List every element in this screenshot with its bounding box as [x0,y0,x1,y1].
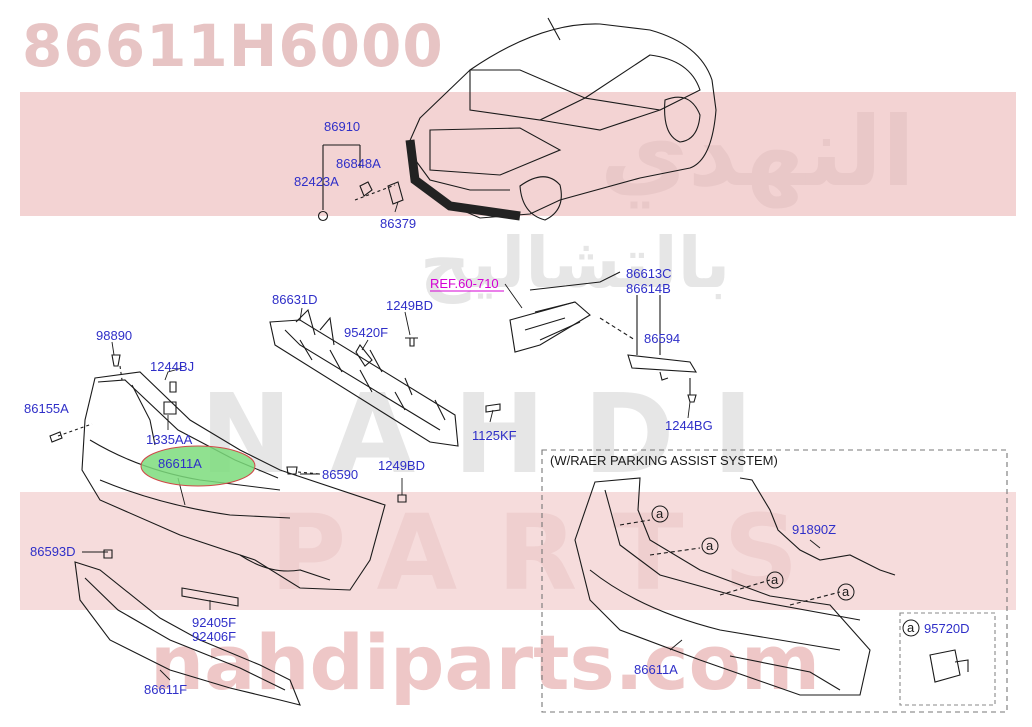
marker-a-2: a [706,538,714,553]
watermark-band-top [20,92,1016,216]
label-86593d[interactable]: 86593D [30,544,76,559]
label-1335aa[interactable]: 1335AA [146,432,193,447]
watermark-nahdi: NAHDI [200,370,792,498]
label-86848a[interactable]: 86848A [336,156,381,171]
label-86611a-inset[interactable]: 86611A [634,662,678,677]
marker-a-3: a [771,572,779,587]
car-illustration [405,17,717,221]
label-98890[interactable]: 98890 [96,328,132,343]
label-86613c[interactable]: 86613C [626,266,672,281]
label-86590[interactable]: 86590 [322,467,358,482]
label-95720d[interactable]: 95720D [924,621,970,636]
label-91890z[interactable]: 91890Z [792,522,836,537]
label-82423a[interactable]: 82423A [294,174,339,189]
watermark-arabic-secondary: بالتشاليح [420,222,731,304]
label-86611a-main[interactable]: 86611A [158,456,202,471]
label-95420f[interactable]: 95420F [344,325,388,340]
label-86611f[interactable]: 86611F [144,682,187,697]
label-92405f[interactable]: 92405F [192,615,236,630]
sensor-frame [899,612,996,706]
marker-circles [651,505,920,637]
inset-bumper-parking-assist [574,477,896,696]
part-number-watermark-title: 86611H6000 [22,12,444,80]
bracket-86613c [509,271,698,403]
marker-a-1: a [656,506,664,521]
marker-a-5: a [907,620,915,635]
sensor-95720d [929,649,969,683]
label-1244bj[interactable]: 1244BJ [150,359,194,374]
label-1125kf[interactable]: 1125KF [472,428,517,443]
lower-lip-86611f [74,561,301,706]
label-1249bd-mid[interactable]: 1249BD [378,458,425,473]
watermark-arabic: النهدي [600,96,915,208]
label-1244bg[interactable]: 1244BG [665,418,713,433]
highlight-86611a [140,445,256,487]
label-86594[interactable]: 86594 [644,331,680,346]
label-86631d[interactable]: 86631D [272,292,318,307]
label-92406f[interactable]: 92406F [192,629,236,644]
watermark-parts: PARTS [270,492,839,614]
inset-header: (W/RAER PARKING ASSIST SYSTEM) [550,453,778,468]
label-86155a[interactable]: 86155A [24,401,69,416]
inset-frame [541,449,1008,713]
reflector-92405f [181,587,239,607]
clip-group-86910 [317,144,404,222]
marker-a-4: a [842,584,850,599]
label-ref-60-710[interactable]: REF.60-710 [430,276,499,291]
leader-lines [82,201,821,681]
label-86379[interactable]: 86379 [380,216,416,231]
label-86614b[interactable]: 86614B [626,281,671,296]
fasteners [49,337,501,559]
label-86910[interactable]: 86910 [324,119,360,134]
label-1249bd-top[interactable]: 1249BD [386,298,433,313]
watermark-band-bottom [20,492,1016,610]
